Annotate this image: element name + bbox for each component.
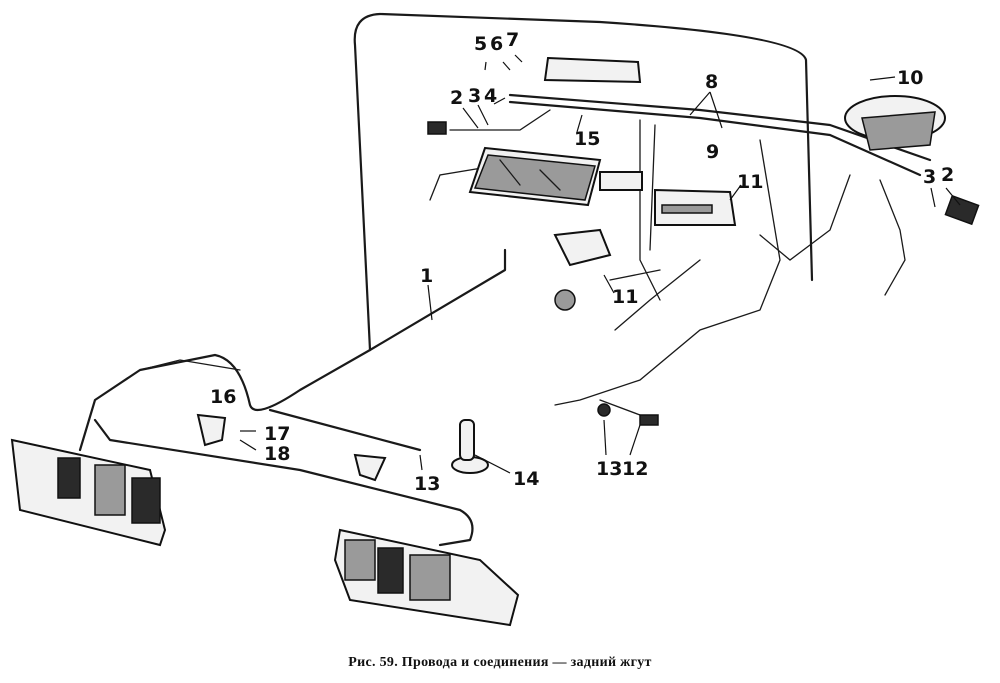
callout-11-right: 11 <box>737 171 763 193</box>
trunk-light-unit <box>844 95 946 151</box>
callout-2-right: 2 <box>941 164 954 186</box>
right-rear-light <box>333 528 520 627</box>
connector-bracket <box>353 453 387 482</box>
lamp-2-left <box>427 121 447 135</box>
figure-caption: Рис. 59. Провода и соединения — задний ж… <box>348 655 652 670</box>
main-harness-wire <box>78 12 814 547</box>
plug-12 <box>639 414 659 426</box>
left-rear-light <box>10 438 167 547</box>
callout-13-left: 13 <box>414 473 440 495</box>
callout-10: 10 <box>897 67 923 89</box>
instrument-cluster <box>468 146 602 207</box>
callout-17: 17 <box>264 423 290 445</box>
shelf-unit <box>543 56 642 84</box>
bulb-socket <box>451 419 489 474</box>
callout-2-left: 2 <box>450 87 463 109</box>
grommet-13 <box>597 403 611 417</box>
relay-block <box>599 171 643 191</box>
callout-8: 8 <box>705 71 718 93</box>
callout-1: 1 <box>420 265 433 287</box>
motor-unit <box>553 228 612 311</box>
callout-5: 5 <box>474 33 487 55</box>
callout-15: 15 <box>574 128 600 150</box>
callout-16: 16 <box>210 386 236 408</box>
fuse-box <box>654 188 737 226</box>
callout-13-right: 13 <box>596 458 622 480</box>
callout-9: 9 <box>706 141 719 163</box>
callout-6: 6 <box>490 33 503 55</box>
lamp-2-right <box>944 194 980 226</box>
callout-4: 4 <box>484 85 497 107</box>
leader-lines <box>239 54 961 474</box>
callout-14: 14 <box>513 468 539 490</box>
callout-12: 12 <box>622 458 648 480</box>
callout-3-left: 3 <box>468 85 481 107</box>
switch-bracket <box>196 413 227 447</box>
callout-7: 7 <box>506 29 519 51</box>
callout-11-lower: 11 <box>612 286 638 308</box>
callout-18: 18 <box>264 443 290 465</box>
callout-3-right: 3 <box>923 166 936 188</box>
